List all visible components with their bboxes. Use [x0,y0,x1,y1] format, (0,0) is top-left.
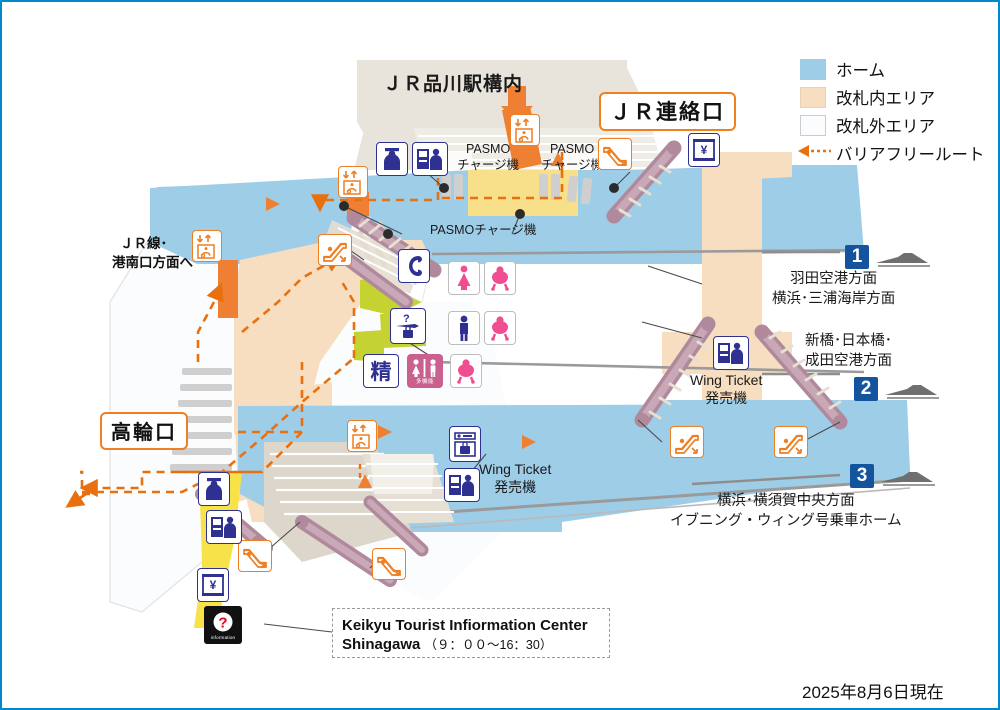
elevator-icon[interactable] [347,420,377,452]
fare-adjustment-icon[interactable]: 精 [363,354,399,388]
takanawa-exit-label: 高輪口 [100,412,188,450]
legend-label-barrier-free: バリアフリールート [836,146,985,164]
baby-care-icon[interactable] [450,354,482,388]
tourist-info-city: Shinagawa [342,636,421,653]
legend-barrier-free-arrow [798,145,831,157]
platform-3-dest-line1: 横浜･横須賀中央方面 [716,493,855,509]
pasmo-charge-label-3: PASMOチャージ機 [430,223,537,237]
legend-swatch-paid-area [800,87,826,108]
ticket-office-icon[interactable]: ¥ [197,568,229,602]
platform-1-dest-line1: 羽田空港方面 [790,271,878,287]
pasmo-1-line1: PASMO [465,142,511,156]
svg-text:¥: ¥ [210,578,217,592]
platform-1-destination: 羽田空港方面 横浜･三浦海岸方面 [772,270,895,309]
elevator-icon[interactable] [338,166,368,198]
coin-locker-icon[interactable] [449,426,481,462]
jr-transfer-gate-label: ＪＲ連絡口 [599,92,736,131]
pasmo-charge-label-1: PASMO チャージ機 [457,142,519,173]
ticket-office-icon[interactable]: ¥ [688,133,720,167]
gate-posts [442,174,593,205]
platform-1-train-arrow [876,253,930,267]
baby-care-icon[interactable] [484,311,516,345]
tourist-info-box [332,608,610,658]
tourist-info-hours: （９：００〜16：30） [424,638,553,652]
wing-ticket-label-upper: Wing Ticket 発売機 [690,372,762,407]
svg-text:?: ? [218,614,227,631]
multipurpose-toilet-icon[interactable]: 多機能 [407,354,443,388]
pasmo-2-line2: チャージ機 [541,157,604,172]
legend-label-unpaid-area: 改札外エリア [836,118,935,136]
platform-2-dest-line1: 新橋･日本橋･ [805,333,892,349]
jr-line-konan-label-line2: 港南口方面へ [112,255,193,270]
escalator-up-icon[interactable] [318,234,352,266]
platform-3-destination: 横浜･横須賀中央方面 イブニング・ウィング号乗車ホーム [670,492,902,531]
escalator-down-icon[interactable] [372,548,406,580]
ticket-machine-icon[interactable] [713,336,749,370]
svg-text:?: ? [403,313,410,325]
svg-text:¥: ¥ [701,143,708,157]
wing-upper-line1: Wing Ticket [690,372,763,388]
multipurpose-toilet-label: 多機能 [415,378,434,385]
jr-line-konan-label-line1: ＪＲ線･ [120,236,168,251]
women-toilet-icon[interactable] [448,261,480,295]
direction-arrows [266,106,565,488]
legend-swatch-unpaid-area [800,115,826,136]
elevator-icon[interactable] [510,114,540,146]
escalator-down-icon[interactable] [598,138,632,170]
stairs-left-diagonal [170,368,232,471]
information-icon[interactable]: ? information [204,606,242,644]
platform-number-2: 2 [854,377,878,401]
wing-ticket-label-lower: Wing Ticket 発売機 [479,461,551,496]
elevator-icon[interactable] [192,230,222,262]
wing-lower-line1: Wing Ticket [479,461,552,477]
legend-label-platform: ホーム [836,62,886,80]
tourist-info-line1: Keikyu Tourist Infiormation Center [342,617,588,634]
men-toilet-icon[interactable] [448,311,480,345]
callout-dots [339,183,619,239]
wing-upper-line2: 発売機 [705,389,748,406]
lost-and-found-icon[interactable]: ? [390,308,426,344]
fare-adjustment-label: 精 [370,361,392,384]
ticket-machine-icon[interactable] [412,142,448,176]
legend-label-paid-area: 改札内エリア [836,90,935,108]
ticket-machine-icon[interactable] [206,510,242,544]
platform-number-1: 1 [845,245,869,269]
information-label: information [210,634,236,640]
stairs-bottom-mid [264,442,454,562]
telephone-icon[interactable] [398,249,430,283]
platform-3-train-arrow [881,472,935,486]
ticket-machine-icon[interactable] [444,468,480,502]
baby-care-icon[interactable] [484,261,516,295]
escalator-up-icon[interactable] [670,426,704,458]
pasmo-2-line1: PASMO [549,142,595,156]
platform-2-train-arrow [885,385,939,399]
date-note: 2025年8月6日現在 [802,683,944,702]
wing-lower-line2: 発売機 [494,478,537,495]
legend-swatch-platform [800,59,826,80]
jr-concourse-label: ＪＲ品川駅構内 [383,74,524,95]
platform-2-dest-line2: 成田空港方面 [805,352,892,369]
platform-3-dest-line2: イブニング・ウィング号乗車ホーム [670,512,902,529]
platform-number-3: 3 [850,464,874,488]
tourist-info-line2: Shinagawa （９：００〜16：30） [342,635,552,655]
platform-2-destination: 新橋･日本橋･ 成田空港方面 [805,332,892,371]
station-staff-icon[interactable] [376,142,408,176]
platform-1-dest-line2: 横浜･三浦海岸方面 [772,290,896,307]
elevator-shaft-left [218,260,238,318]
station-staff-icon[interactable] [198,472,230,506]
pasmo-charge-label-2: PASMO チャージ機 [541,142,603,173]
pasmo-1-line2: チャージ機 [457,157,520,172]
escalator-down-icon[interactable] [238,540,272,572]
escalator-up-icon[interactable] [774,426,808,458]
